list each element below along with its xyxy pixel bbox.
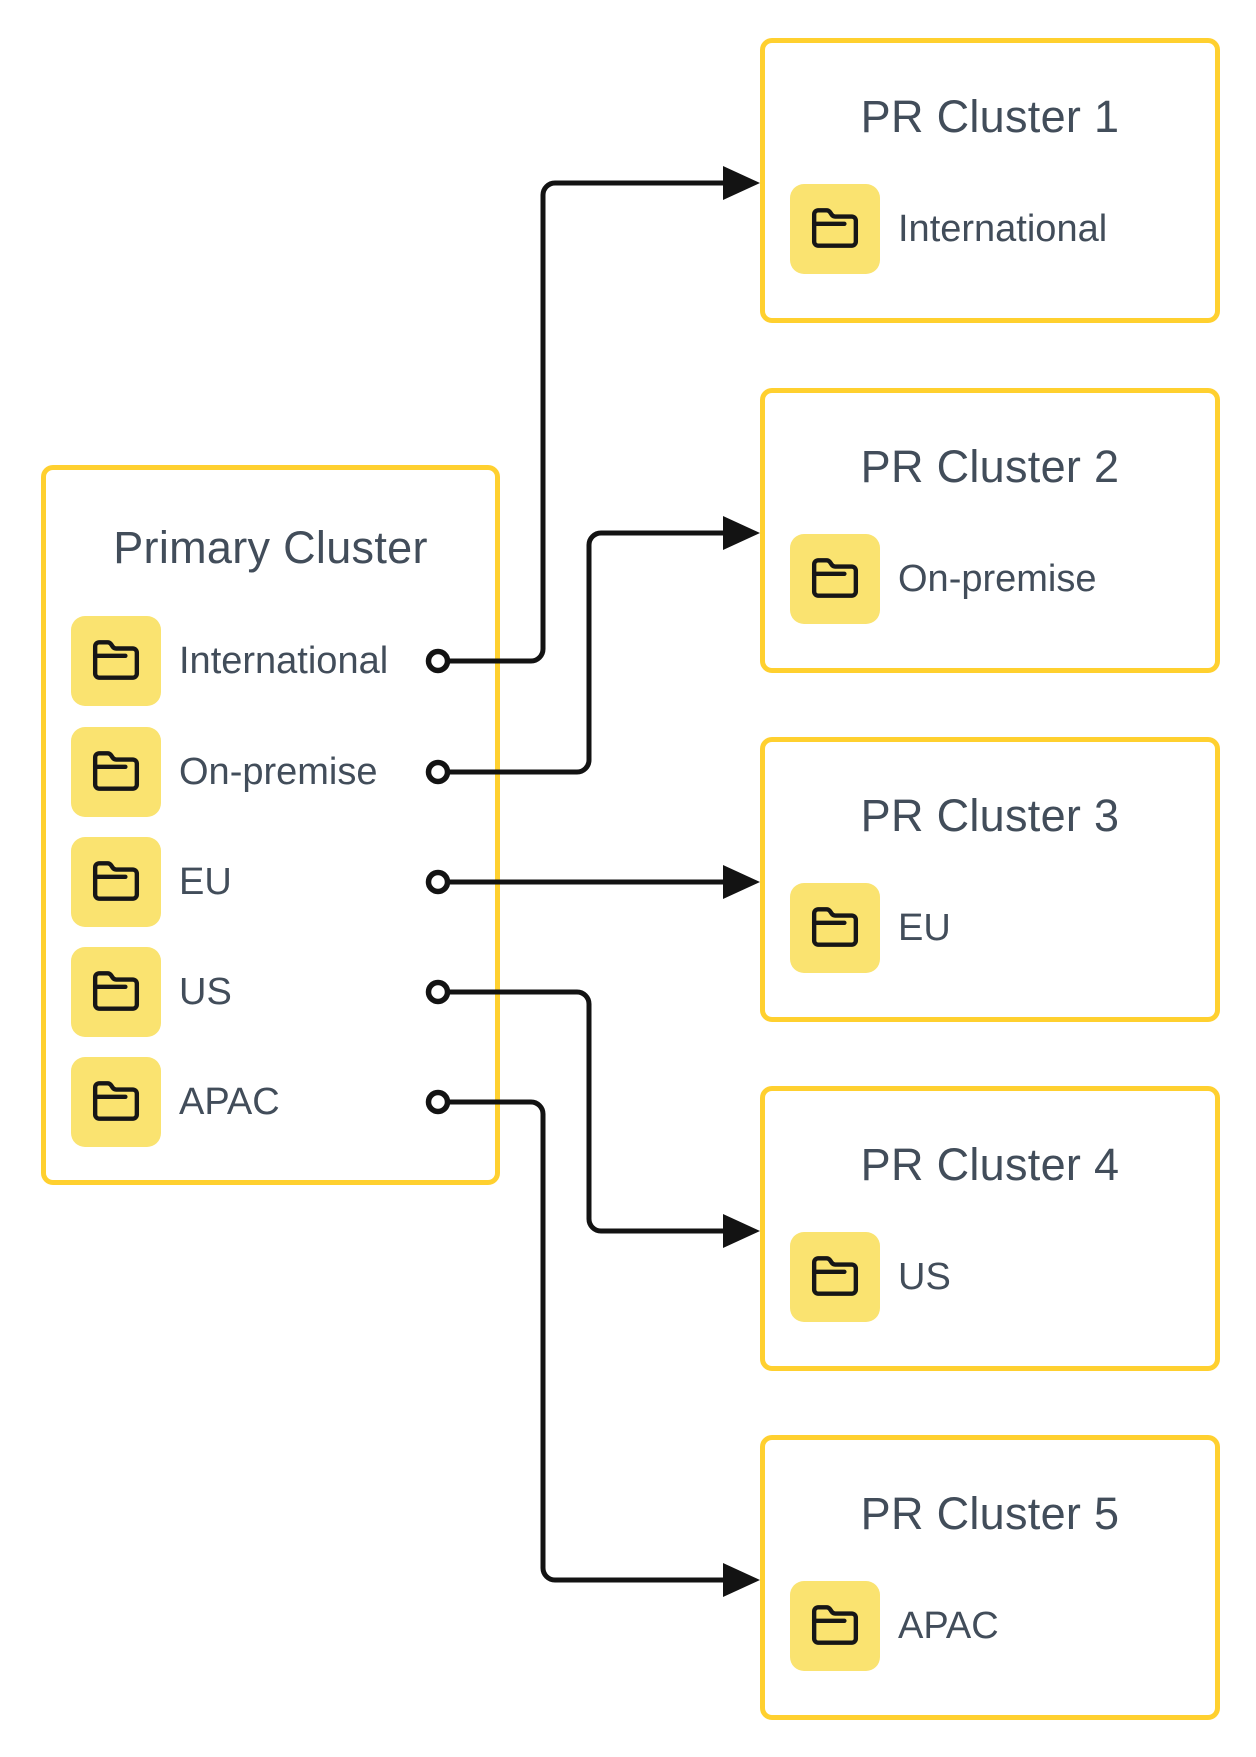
arrowhead-icon <box>723 166 760 200</box>
folder-chip <box>790 1232 880 1322</box>
folder-icon <box>811 1605 859 1645</box>
pr-cluster-2-item: On-premise <box>790 534 1097 624</box>
folder-icon <box>92 971 140 1011</box>
folder-icon <box>92 640 140 680</box>
item-label: On-premise <box>898 558 1097 600</box>
item-label: International <box>898 208 1108 250</box>
pr-cluster-3-item: EU <box>790 883 951 973</box>
folder-icon <box>92 1081 140 1121</box>
pr-cluster-2-title: PR Cluster 2 <box>860 441 1120 492</box>
pr-cluster-1-box: PR Cluster 1 International <box>760 38 1220 323</box>
pr-cluster-5-title: PR Cluster 5 <box>860 1488 1120 1539</box>
folder-chip <box>71 616 161 706</box>
arrowhead-icon <box>723 865 760 899</box>
pr-cluster-2-box: PR Cluster 2 On-premise <box>760 388 1220 673</box>
pr-cluster-1-item: International <box>790 184 1107 274</box>
folder-chip <box>71 837 161 927</box>
pr-cluster-4-title: PR Cluster 4 <box>860 1139 1120 1190</box>
folder-chip <box>790 184 880 274</box>
primary-item-on-premise: On-premise <box>71 727 378 817</box>
item-label: US <box>179 971 232 1013</box>
pr-cluster-4-item: US <box>790 1232 951 1322</box>
pr-cluster-3-title: PR Cluster 3 <box>860 790 1120 841</box>
item-label: EU <box>898 907 951 949</box>
pr-cluster-1-title: PR Cluster 1 <box>860 91 1120 142</box>
folder-chip <box>71 1057 161 1147</box>
item-label: EU <box>179 861 232 903</box>
arrowhead-icon <box>723 516 760 550</box>
primary-item-international: International <box>71 616 388 706</box>
folder-icon <box>811 558 859 598</box>
primary-cluster-box: Primary Cluster International On-premise… <box>41 465 500 1185</box>
item-label: APAC <box>898 1605 999 1647</box>
folder-icon <box>811 907 859 947</box>
pr-cluster-4-box: PR Cluster 4 US <box>760 1086 1220 1371</box>
primary-item-us: US <box>71 947 232 1037</box>
folder-icon <box>811 208 859 248</box>
folder-icon <box>92 861 140 901</box>
folder-icon <box>92 751 140 791</box>
folder-chip <box>71 727 161 817</box>
arrowhead-icon <box>723 1563 760 1597</box>
folder-icon <box>811 1256 859 1296</box>
item-label: APAC <box>179 1081 280 1123</box>
primary-cluster-title: Primary Cluster <box>113 522 428 573</box>
pr-cluster-5-box: PR Cluster 5 APAC <box>760 1435 1220 1720</box>
primary-item-apac: APAC <box>71 1057 280 1147</box>
pr-cluster-5-item: APAC <box>790 1581 999 1671</box>
folder-chip <box>790 534 880 624</box>
folder-chip <box>790 1581 880 1671</box>
pr-cluster-3-box: PR Cluster 3 EU <box>760 737 1220 1022</box>
primary-item-eu: EU <box>71 837 232 927</box>
item-label: International <box>179 640 389 682</box>
folder-chip <box>71 947 161 1037</box>
arrowhead-icon <box>723 1214 760 1248</box>
item-label: On-premise <box>179 751 378 793</box>
folder-chip <box>790 883 880 973</box>
item-label: US <box>898 1256 951 1298</box>
